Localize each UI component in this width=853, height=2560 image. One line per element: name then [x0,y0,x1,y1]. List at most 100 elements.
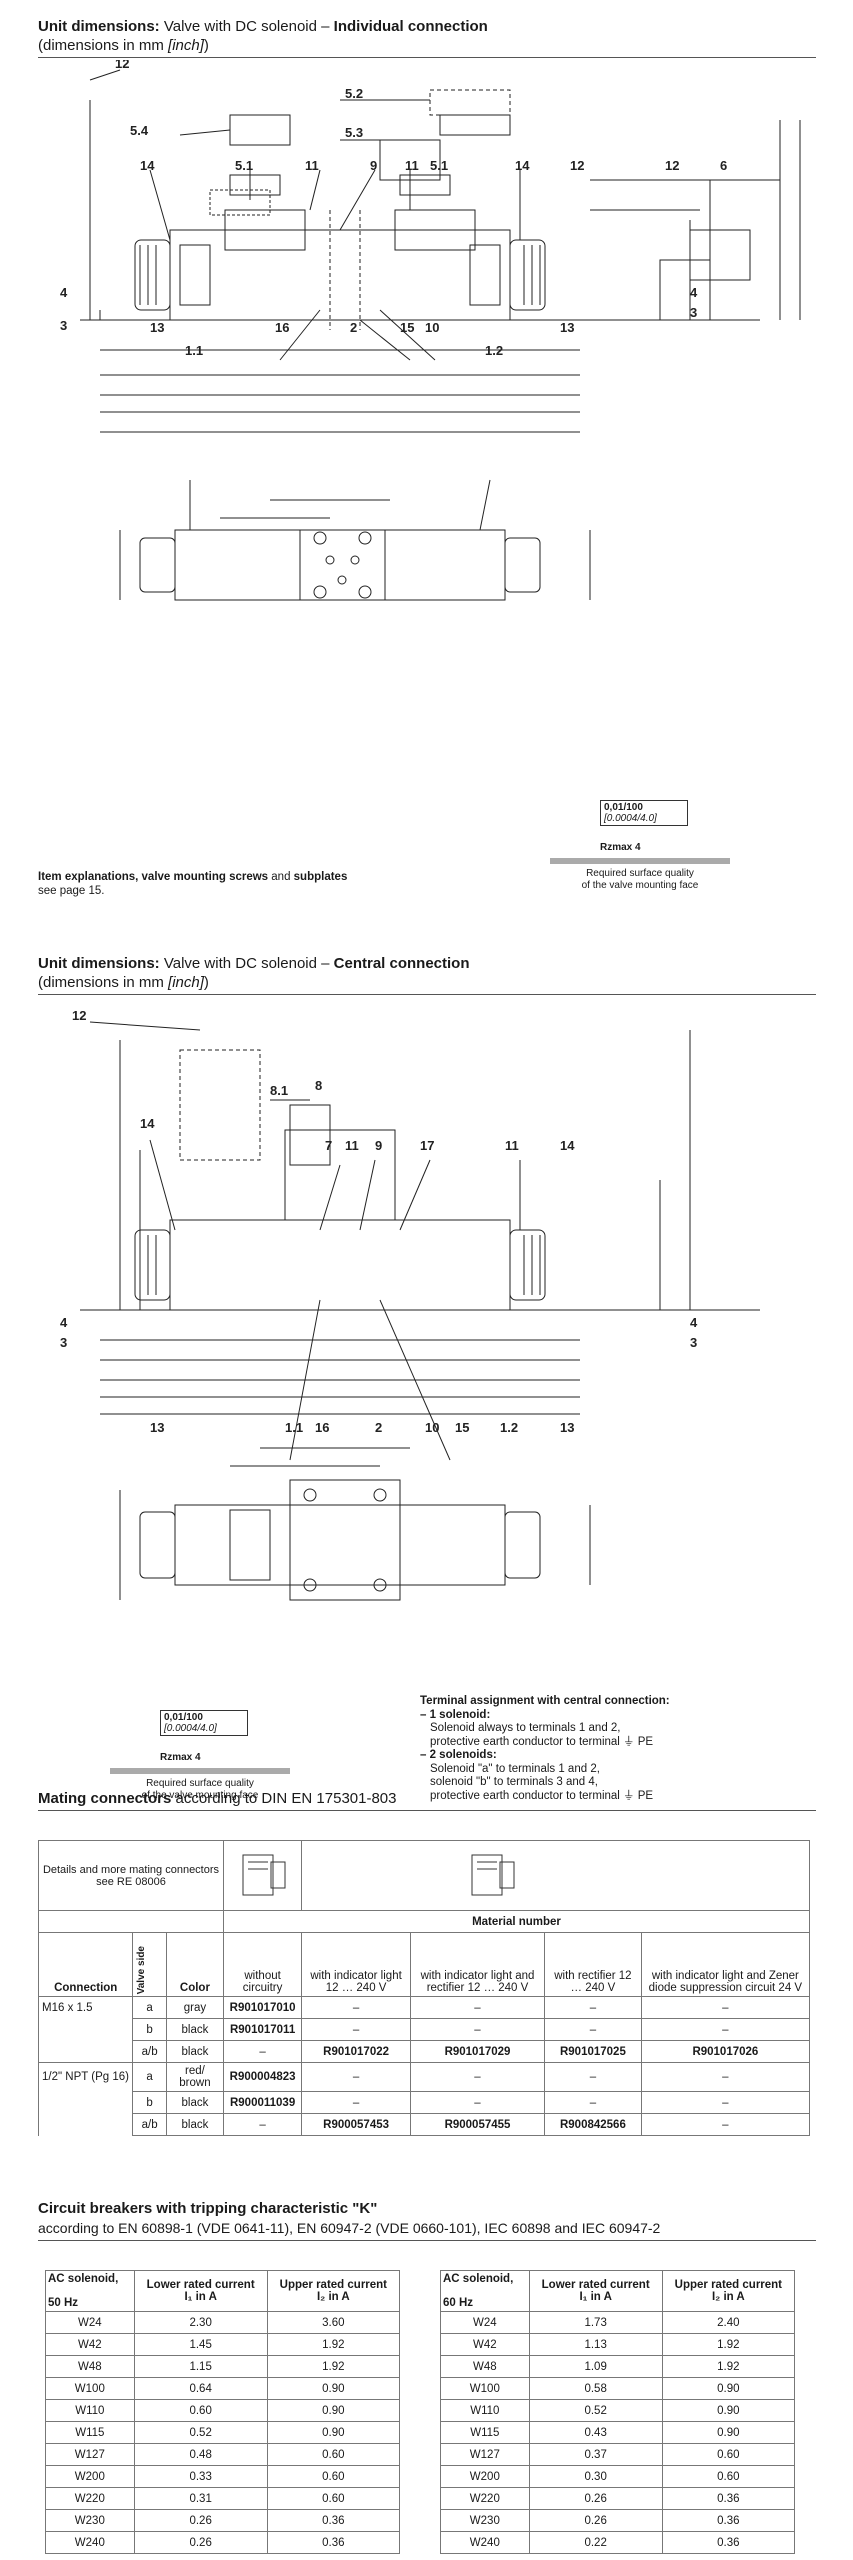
svg-text:14: 14 [140,1116,155,1131]
connector-image-indicator [301,1840,810,1911]
table-cell: 1.09 [528,2355,663,2378]
table-cell: – [409,2018,546,2041]
section1-note: Item explanations, valve mounting screws… [38,871,348,897]
svg-text:9: 9 [375,1138,382,1153]
svg-text:14: 14 [560,1138,575,1153]
svg-text:15: 15 [400,320,414,335]
table-cell: 1.92 [266,2355,401,2378]
table-cell: W230 [440,2509,530,2532]
table-cell: 1.13 [528,2333,663,2356]
drawing1: 12 5.2 5.4 5.3 14 5.1 11 9 11 5.1 14 12 … [60,60,801,601]
table-cell: – [640,1996,811,2019]
svg-text:3: 3 [60,1335,67,1350]
svg-text:14: 14 [140,158,155,173]
svg-text:5.1: 5.1 [430,158,448,173]
section1-title: Unit dimensions: Valve with DC solenoid … [38,18,488,35]
mating-title: Mating connectors according to DIN EN 17… [38,1790,397,1807]
svg-text:10: 10 [425,320,439,335]
svg-text:6: 6 [720,158,727,173]
table-cell: 0.36 [661,2509,796,2532]
table-cell: – [544,2091,642,2114]
table-cell: red/ brown [165,2062,224,2092]
table-cell: 0.36 [661,2531,796,2554]
table-cell: W115 [45,2421,135,2444]
table-cell: W220 [45,2487,135,2510]
table-cell: 0.60 [661,2443,796,2466]
svg-text:5.4: 5.4 [130,123,149,138]
table-cell: 0.30 [528,2465,663,2488]
svg-text:7: 7 [325,1138,332,1153]
svg-text:3: 3 [60,318,67,333]
table-cell: – [640,2091,811,2114]
svg-text:4: 4 [60,285,68,300]
table-cell: W100 [45,2377,135,2400]
svg-text:3: 3 [690,1335,697,1350]
svg-text:2: 2 [375,1420,382,1435]
table-cell: 0.90 [266,2399,401,2422]
surface-symbol-1: 0,01/100 [0.0004/4.0] Rzmax 4 Required s… [540,800,740,895]
table-cell [37,2113,134,2136]
table-cell: 0.52 [133,2421,268,2444]
table-cell: 0.26 [528,2487,663,2510]
table-cell: W230 [45,2509,135,2532]
table-cell: R901017026 [640,2040,811,2063]
table-cell: W42 [440,2333,530,2356]
table-cell [37,2018,134,2041]
table-cell: 0.26 [133,2531,268,2554]
table-cell: – [640,2018,811,2041]
table-cell [37,2091,134,2114]
table-cell: W200 [440,2465,530,2488]
table-cell: W110 [440,2399,530,2422]
table-cell: – [301,2018,411,2041]
table-cell: W100 [440,2377,530,2400]
svg-text:4: 4 [60,1315,68,1330]
table-cell: 0.90 [661,2421,796,2444]
table-cell: R900011039 [222,2091,303,2114]
svg-text:11: 11 [345,1138,359,1153]
breakers-rule [38,2240,816,2241]
table-cell: 2.30 [133,2311,268,2334]
svg-text:4: 4 [690,1315,698,1330]
table-cell: W48 [45,2355,135,2378]
table-cell: 0.22 [528,2531,663,2554]
table-cell: – [301,2062,411,2092]
table-cell: W115 [440,2421,530,2444]
table-cell: – [222,2040,303,2063]
table-cell: R901017025 [544,2040,642,2063]
table-cell: 0.60 [266,2443,401,2466]
table-cell: black [165,2091,224,2114]
surface-symbol-2: 0,01/100 [0.0004/4.0] Rzmax 4 Required s… [100,1710,300,1805]
mating-rule [38,1810,816,1811]
svg-text:10: 10 [425,1420,439,1435]
table-cell: R901017010 [222,1996,303,2019]
table-cell: – [301,1996,411,2019]
section2-title: Unit dimensions: Valve with DC solenoid … [38,955,470,972]
table-cell: – [544,2062,642,2092]
table-cell: b [132,2091,167,2114]
table-cell: 0.36 [661,2487,796,2510]
table-cell: 0.64 [133,2377,268,2400]
table-cell: W24 [45,2311,135,2334]
table-cell: black [165,2040,224,2063]
table-cell: W24 [440,2311,530,2334]
table-cell: R901017011 [222,2018,303,2041]
svg-text:3: 3 [690,305,697,320]
svg-text:13: 13 [560,1420,574,1435]
svg-text:13: 13 [150,320,164,335]
table-cell: M16 x 1.5 [37,1996,134,2019]
table-cell: black [165,2113,224,2136]
table-cell: W42 [45,2333,135,2356]
table-cell: – [640,2062,811,2092]
